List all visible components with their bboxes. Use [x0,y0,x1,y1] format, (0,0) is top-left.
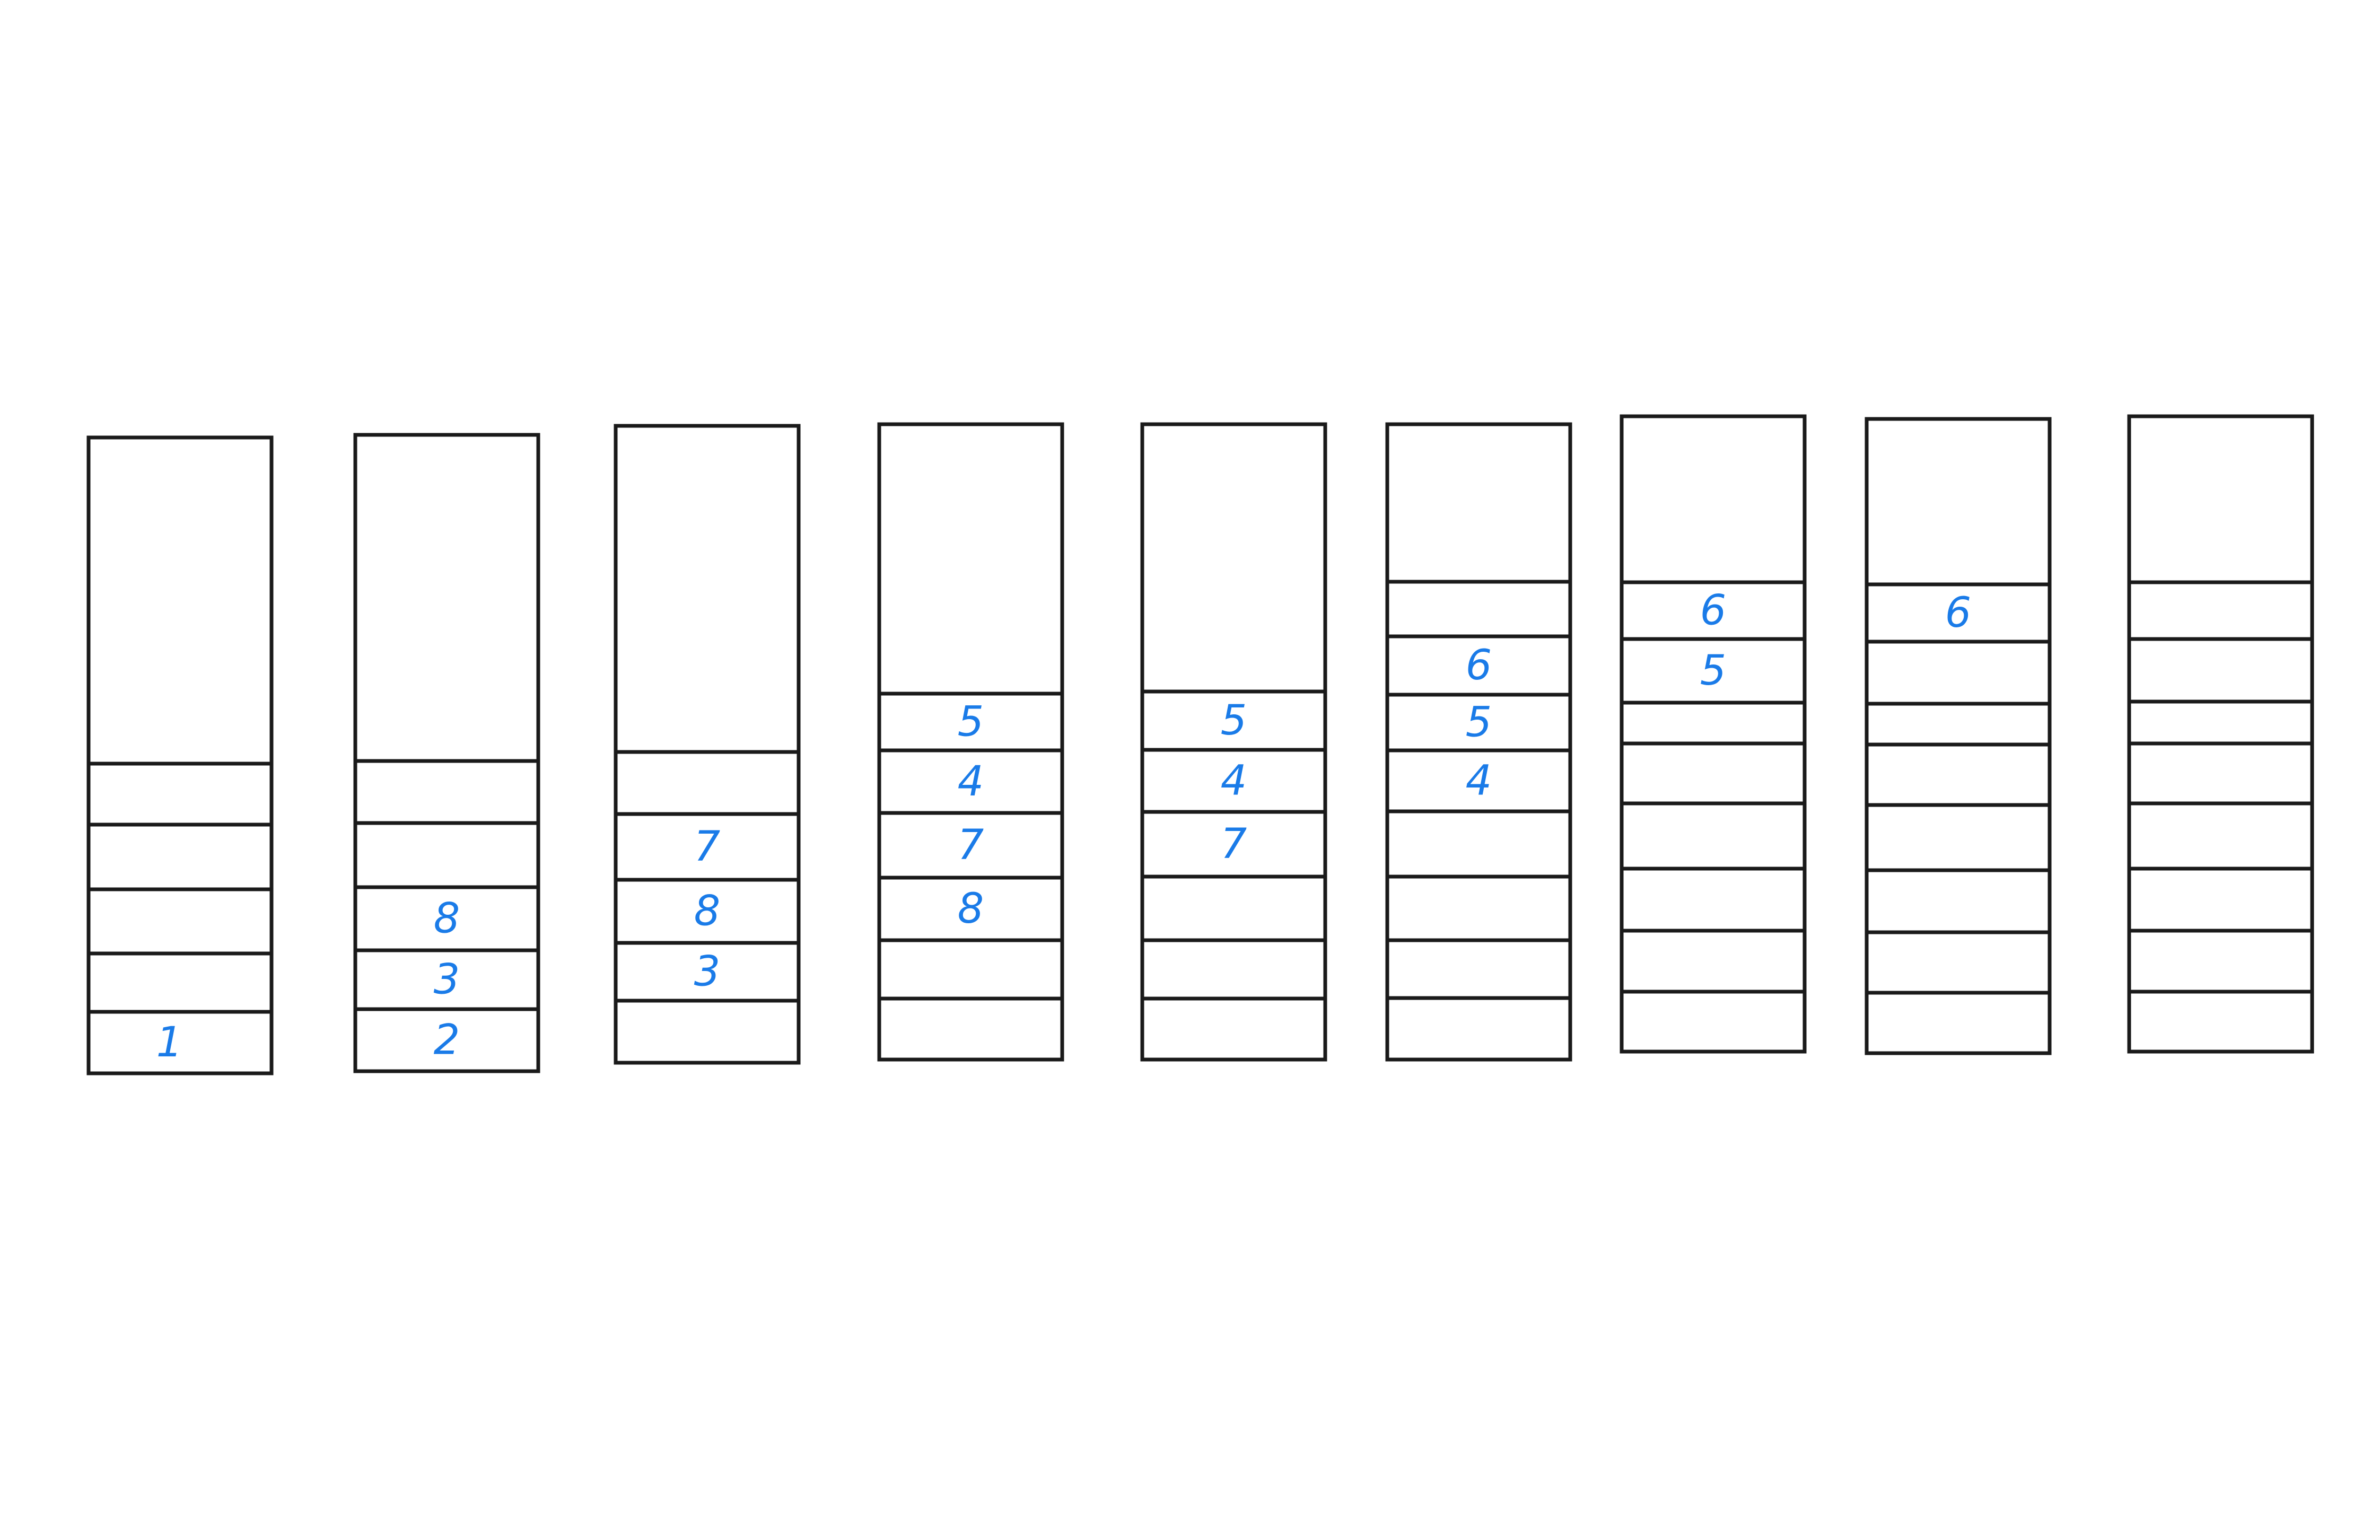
stack-cell-value: 2 [434,1017,460,1064]
stack-outline [2127,414,2314,1054]
stack-cell-value: 8 [694,888,721,935]
stack-cell-value: 6 [1466,642,1492,689]
stack-1: 1 [86,435,274,1075]
stack-outline [1865,417,2052,1055]
stack-cell-value: 5 [1221,697,1247,745]
stack-4: 8 7 4 5 [877,422,1064,1062]
stack-outline [1385,422,1572,1062]
stack-cell-value: 4 [1466,757,1492,805]
stack-cell-value: 3 [694,948,721,996]
stack-2: 2 3 8 [353,433,540,1073]
stack-7: 56 [1620,414,1807,1054]
stack-9 [2127,414,2314,1054]
stack-cell-value: 1 [156,1019,183,1066]
stack-cell-value: 4 [958,758,984,806]
stack-cell-value: 6 [1945,589,1972,637]
stack-cell-value: 5 [958,698,984,746]
stack-outline [86,435,274,1075]
stack-cell-value: 7 [958,821,984,869]
stack-cell-value: 6 [1700,587,1727,635]
stack-cell-value: 4 [1221,757,1247,805]
stack-cell-value: 5 [1700,647,1727,695]
stack-outline [614,424,801,1065]
stack-cell-value: 8 [958,885,984,933]
stack-5: 7 4 5 [1140,422,1327,1062]
stack-cell-value: 8 [434,895,460,943]
stack-outline [353,433,540,1073]
stack-cell-value: 3 [434,956,460,1004]
stack-6: 4 5 6 [1385,422,1572,1062]
stack-8: 6 [1865,417,2052,1055]
stack-cell-value: 7 [1221,820,1247,868]
stack-outline [877,422,1064,1062]
stack-3: 3 8 7 [614,424,801,1065]
stack-cell-value: 7 [694,823,721,871]
stack-outline [1620,414,1807,1054]
stack-cell-value: 5 [1466,699,1492,747]
stack-outline [1140,422,1327,1062]
